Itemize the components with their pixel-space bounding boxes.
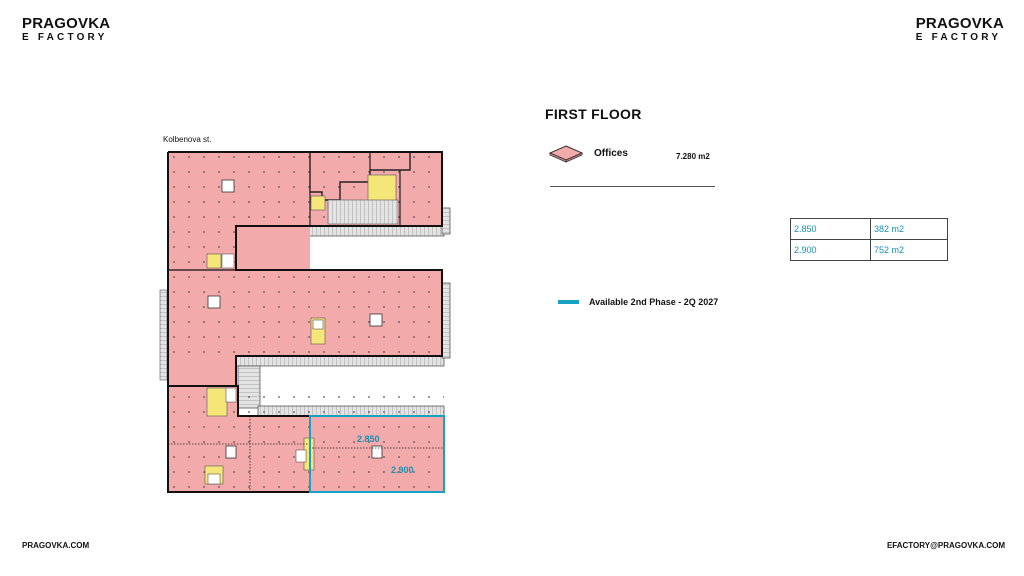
table-row: 2.850 382 m2 <box>790 218 948 240</box>
floor-title: FIRST FLOOR <box>545 106 642 122</box>
walkway <box>235 355 445 367</box>
units-table: 2.850 382 m2 2.900 752 m2 <box>790 218 948 261</box>
core <box>206 253 222 269</box>
shaft <box>225 445 237 459</box>
brand-sub: E FACTORY <box>22 32 108 43</box>
phase-label: Available 2nd Phase - 2Q 2027 <box>589 297 719 307</box>
core <box>207 473 221 485</box>
email-link[interactable]: EFACTORY@PRAGOVKA.COM <box>886 541 1005 550</box>
core <box>295 449 307 463</box>
legend-area: 7.280 m2 <box>676 152 710 161</box>
unit-label-2850: 2.850 <box>357 434 380 444</box>
walkway <box>441 282 451 359</box>
shaft <box>221 179 235 193</box>
shaft <box>369 313 383 327</box>
shaft <box>207 295 221 309</box>
phase-swatch <box>558 300 579 304</box>
wall <box>309 152 411 201</box>
website-link[interactable]: PRAGOVKA.COM <box>22 541 90 550</box>
office-area <box>168 356 236 386</box>
unit-area-cell: 752 m2 <box>870 239 948 261</box>
brand-logo-left: PRAGOVKA E FACTORY <box>22 16 110 43</box>
unit-id-cell: 2.850 <box>790 218 871 240</box>
core <box>206 387 228 417</box>
legend-divider <box>550 186 715 187</box>
core <box>312 319 324 330</box>
walkway <box>159 289 168 381</box>
shaft <box>371 445 383 459</box>
unit-id-cell: 2.900 <box>790 239 871 261</box>
unit-area-cell: 382 m2 <box>870 218 948 240</box>
unit-label-2900: 2.900 <box>391 465 414 475</box>
office-swatch-icon <box>548 145 584 163</box>
core <box>367 174 397 202</box>
office-area <box>168 152 442 226</box>
brand-name: PRAGOVKA <box>22 15 111 32</box>
core <box>327 199 399 225</box>
core <box>221 253 235 269</box>
legend-label: Offices <box>594 148 628 159</box>
walkway <box>441 207 451 235</box>
street-label: Kolbenova st. <box>163 135 212 144</box>
core <box>310 195 326 211</box>
phase-outline <box>309 415 445 493</box>
core <box>225 387 237 403</box>
brand-name: PRAGOVKA <box>915 15 1004 32</box>
floor-plan: 2.850 2.900 <box>159 151 451 493</box>
office-area <box>168 270 442 356</box>
table-row: 2.900 752 m2 <box>790 239 948 261</box>
brand-logo-right: PRAGOVKA E FACTORY <box>916 16 1004 43</box>
brand-sub: E FACTORY <box>915 32 1002 43</box>
